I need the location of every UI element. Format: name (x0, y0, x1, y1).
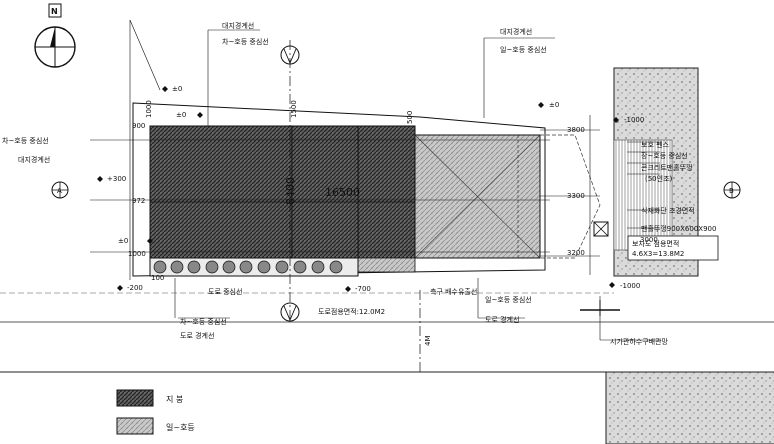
area-box (627, 235, 719, 261)
north-arrow-icon (34, 3, 76, 68)
label-road-center-bottom: 차~호등 중심선 (180, 317, 227, 326)
level-4: ±0 (118, 237, 128, 245)
label-road-area: 도로점용면적:12.0M2 (318, 307, 385, 316)
legend-swatch-roof (116, 389, 154, 407)
level-8: -1000 (620, 282, 640, 290)
ref-b: B (729, 187, 734, 195)
label-road-boundary-bottom: 도로 경계선 (180, 331, 214, 340)
north-label: N (51, 7, 58, 16)
level-3: +300 (107, 175, 126, 183)
label-site-boundary-top-right: 대지경계선 (500, 27, 532, 36)
label-culvert: 시가관하수구배관망 (610, 337, 669, 346)
dim-3800: 3800 (567, 126, 585, 134)
dim-16500: 16500 (325, 186, 360, 199)
site-boundary (132, 102, 546, 277)
label-setback-left: 도로 중심선 (208, 287, 242, 296)
label-right-3: 콘크리트맨홀뚜껑 (641, 163, 693, 172)
legend-label-roof: 지 붕 (166, 395, 183, 404)
stone-pavement-bottom (605, 371, 774, 444)
level-9: ±0 (549, 101, 559, 109)
label-site-boundary-left: 대지경계선 (18, 155, 50, 164)
section-marker-top-icon (280, 45, 300, 65)
level-2: ±0 (176, 111, 186, 119)
dim-1000b: 1000 (128, 250, 146, 258)
dim-8400: 8400 (284, 177, 297, 205)
section-marker-b-icon (723, 181, 741, 199)
level-1: ±0 (172, 85, 182, 93)
dim-3300: 3300 (567, 192, 585, 200)
dim-1500: 1500 (290, 100, 298, 118)
section-marker-bottom-icon (280, 302, 300, 322)
label-right-5: 식재화단 조경면적 (641, 206, 695, 215)
label-site-boundary-top-left: 대지경계선 (222, 21, 254, 30)
label-road-center-top-left: 차~호등 중심선 (222, 37, 269, 46)
label-road-center-left: 차~호등 중심선 (2, 136, 49, 145)
level-5: -200 (127, 284, 143, 292)
dim-1000: 1000 (145, 100, 153, 118)
dim-972: 972 (132, 197, 145, 205)
planting-strip (149, 257, 359, 277)
section-marker-a-icon (51, 181, 69, 199)
crosswalk-stripes (613, 139, 673, 251)
label-right-4: (50인조) (645, 174, 673, 183)
dim-3200: 3200 (567, 249, 585, 257)
level-markers (97, 86, 619, 292)
dim-3000: 3000 (640, 236, 658, 244)
level-7: -1000 (624, 116, 644, 124)
label-road-boundary-bottom2: 도로 경계선 (485, 315, 519, 324)
label-right-6: 맨홀뚜껑900X600X900 (641, 224, 716, 233)
legend-swatch-canopy (116, 417, 154, 435)
label-side-drain: 측구 배수유출선 (430, 287, 477, 296)
manhole-icon (593, 221, 609, 237)
label-road-center-top-right: 일~호등 중심선 (500, 45, 547, 54)
label-road-center-bottom2: 일~호등 중심선 (485, 295, 532, 304)
dim-100: 100 (151, 274, 164, 282)
level-6: -700 (355, 285, 371, 293)
shrub-row (153, 260, 343, 274)
dim-900: 900 (132, 122, 145, 130)
roof-area (149, 125, 416, 259)
label-right-1: 보호 펜스 (641, 140, 670, 149)
dim-4m: 4M (424, 336, 432, 347)
ref-a: A (57, 187, 62, 195)
legend-label-canopy: 일~호등 (166, 423, 195, 432)
canopy-strip (357, 257, 416, 273)
label-right-2: 장~호등 중심선 (641, 151, 688, 160)
dim-500: 500 (406, 111, 414, 124)
